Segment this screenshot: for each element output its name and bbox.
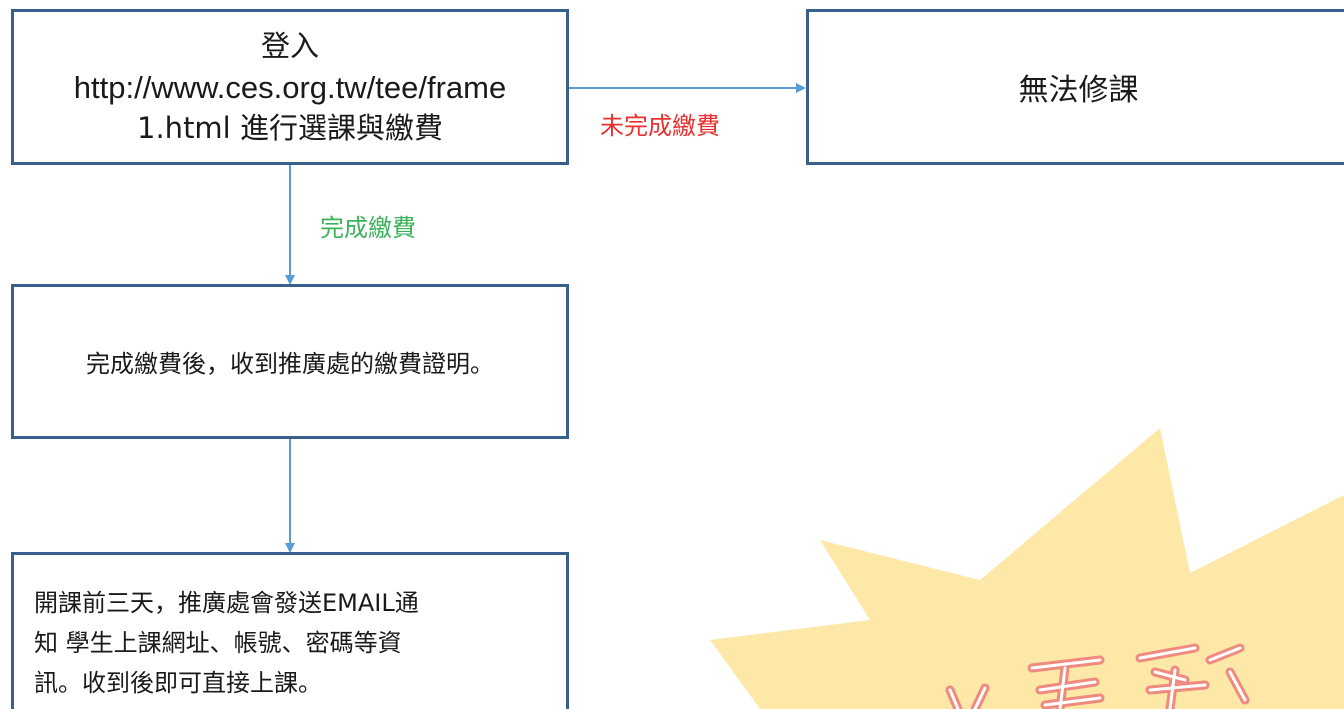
- payment-receipt-text: 完成繳費後，收到推廣處的繳費證明。: [86, 350, 494, 378]
- starburst-shape: [710, 428, 1344, 709]
- unpaid-edge-label: 未完成繳費: [600, 112, 720, 140]
- login-box: 登入 http://www.ces.org.tw/tee/frame 1.htm…: [11, 9, 569, 165]
- cannot-enroll-text: 無法修課: [1018, 73, 1139, 108]
- login-url: http://www.ces.org.tw/tee/frame: [73, 69, 507, 105]
- payment-receipt-box: 完成繳費後，收到推廣處的繳費證明。: [11, 284, 569, 439]
- login-instruction: 1.html 進行選課與繳費: [137, 110, 443, 145]
- email-notice-line-1: 開課前三天，推廣處會發送EMAIL通: [34, 589, 419, 617]
- cannot-enroll-box: 無法修課: [806, 9, 1344, 165]
- email-notice-line-2: 知 學生上課網址、帳號、密碼等資: [34, 629, 402, 657]
- login-title: 登入: [260, 28, 319, 63]
- paid-edge-label: 完成繳費: [320, 214, 416, 242]
- starburst-text-fill: [948, 646, 1247, 709]
- email-notice-line-3: 訊。收到後即可直接上課。: [34, 669, 322, 697]
- email-notice-box: 開課前三天，推廣處會發送EMAIL通 知 學生上課網址、帳號、密碼等資 訊。收到…: [11, 552, 569, 709]
